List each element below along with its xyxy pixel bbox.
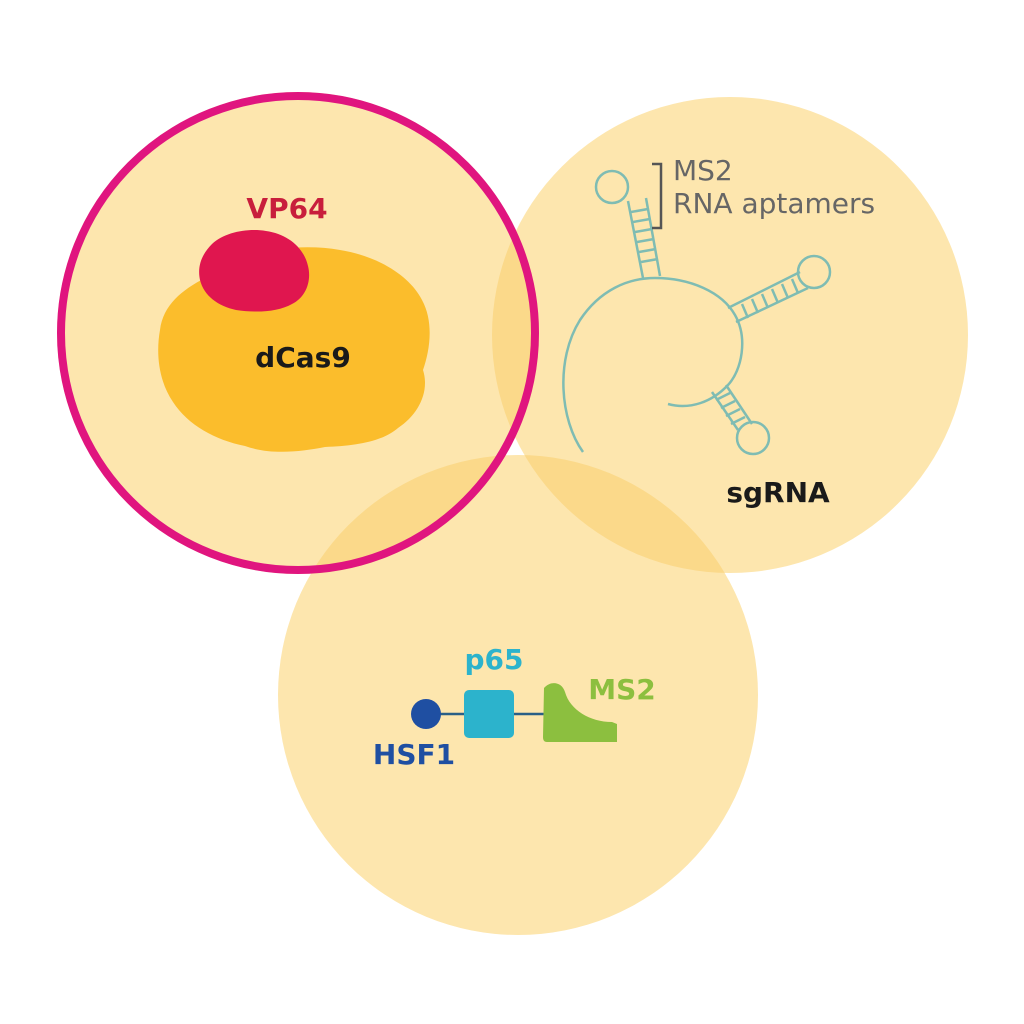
activator-circle [278,455,758,935]
ms2-aptamers-label-line2: RNA aptamers [673,187,875,220]
hsf1-circle-icon [411,699,441,729]
vp64-label: VP64 [246,192,327,225]
ms2-aptamers-label-line1: MS2 [673,154,733,187]
sgrna-circle [492,97,968,573]
p65-label: p65 [464,643,523,676]
vp64-blob-icon [199,230,310,312]
dcas9-ring [57,92,539,574]
ms2-shape-icon [543,683,617,742]
ms2-label: MS2 [588,673,656,706]
p65-square-icon [464,690,514,738]
aptamer-bracket-icon [652,162,663,230]
sgrna-hairpins-icon [562,169,832,456]
hsf1-label: HSF1 [373,738,455,771]
dcas9-label: dCas9 [255,341,351,374]
sgrna-label: sgRNA [726,476,830,509]
